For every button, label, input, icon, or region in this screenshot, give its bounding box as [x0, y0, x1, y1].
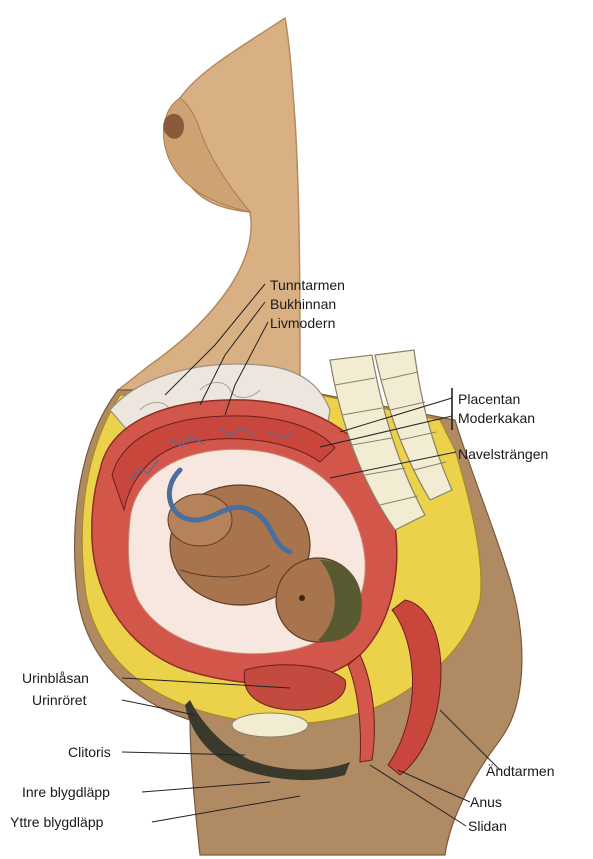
label-placentan: Placentan [458, 391, 520, 407]
label-moderkakan: Moderkakan [458, 410, 535, 426]
label-anus: Anus [470, 794, 502, 810]
pubic-bone [232, 713, 308, 737]
label-clitoris: Clitoris [68, 744, 111, 760]
label-inre-blygdlapp: Inre blygdläpp [22, 784, 110, 800]
label-urinblasan: Urinblåsan [22, 670, 89, 686]
label-tunntarmen: Tunntarmen [270, 277, 345, 293]
upper-torso [118, 18, 300, 390]
label-urinroret: Urinröret [32, 692, 86, 708]
label-slidan: Slidan [468, 818, 507, 834]
label-navelstrangen: Navelsträngen [458, 446, 548, 462]
label-andtarmen: Ändtarmen [486, 763, 554, 779]
label-bukhinnan: Bukhinnan [270, 296, 336, 312]
label-yttre-blygdlapp: Yttre blygdläpp [10, 814, 103, 830]
label-livmodern: Livmodern [270, 315, 335, 331]
